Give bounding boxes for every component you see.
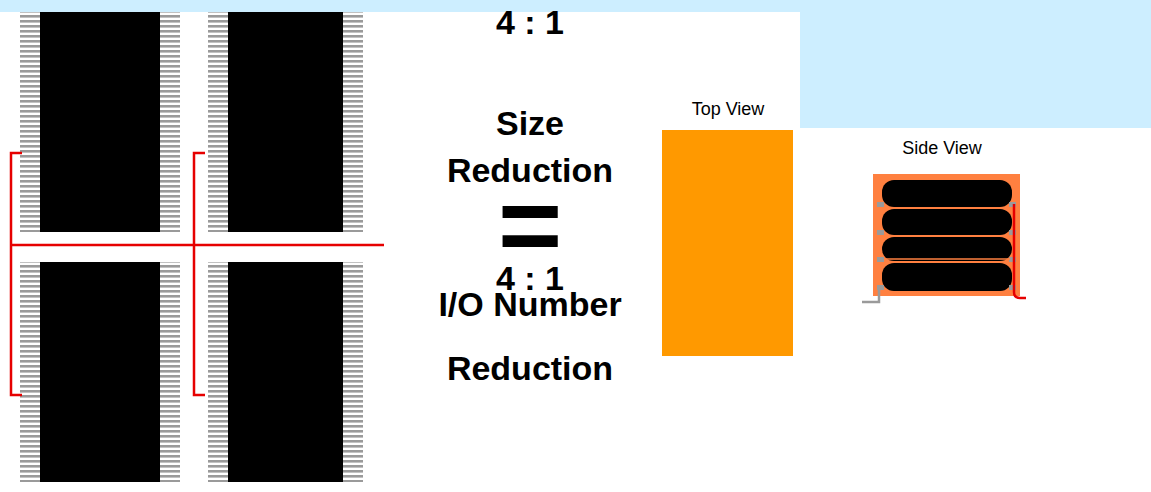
- view-label: Top View: [653, 98, 803, 120]
- ratio-text: 4 : 1: [415, 2, 645, 42]
- view-label: Side View: [867, 137, 1017, 159]
- top-view-package: [662, 130, 793, 356]
- bus-wiring: [11, 153, 384, 395]
- side-view-stack: [862, 174, 1026, 302]
- tsop-chips: [20, 12, 363, 482]
- white-ground: [0, 12, 800, 492]
- white-ground: [800, 128, 1151, 492]
- io-reduction-text: I/O Number Reduction: [415, 272, 645, 400]
